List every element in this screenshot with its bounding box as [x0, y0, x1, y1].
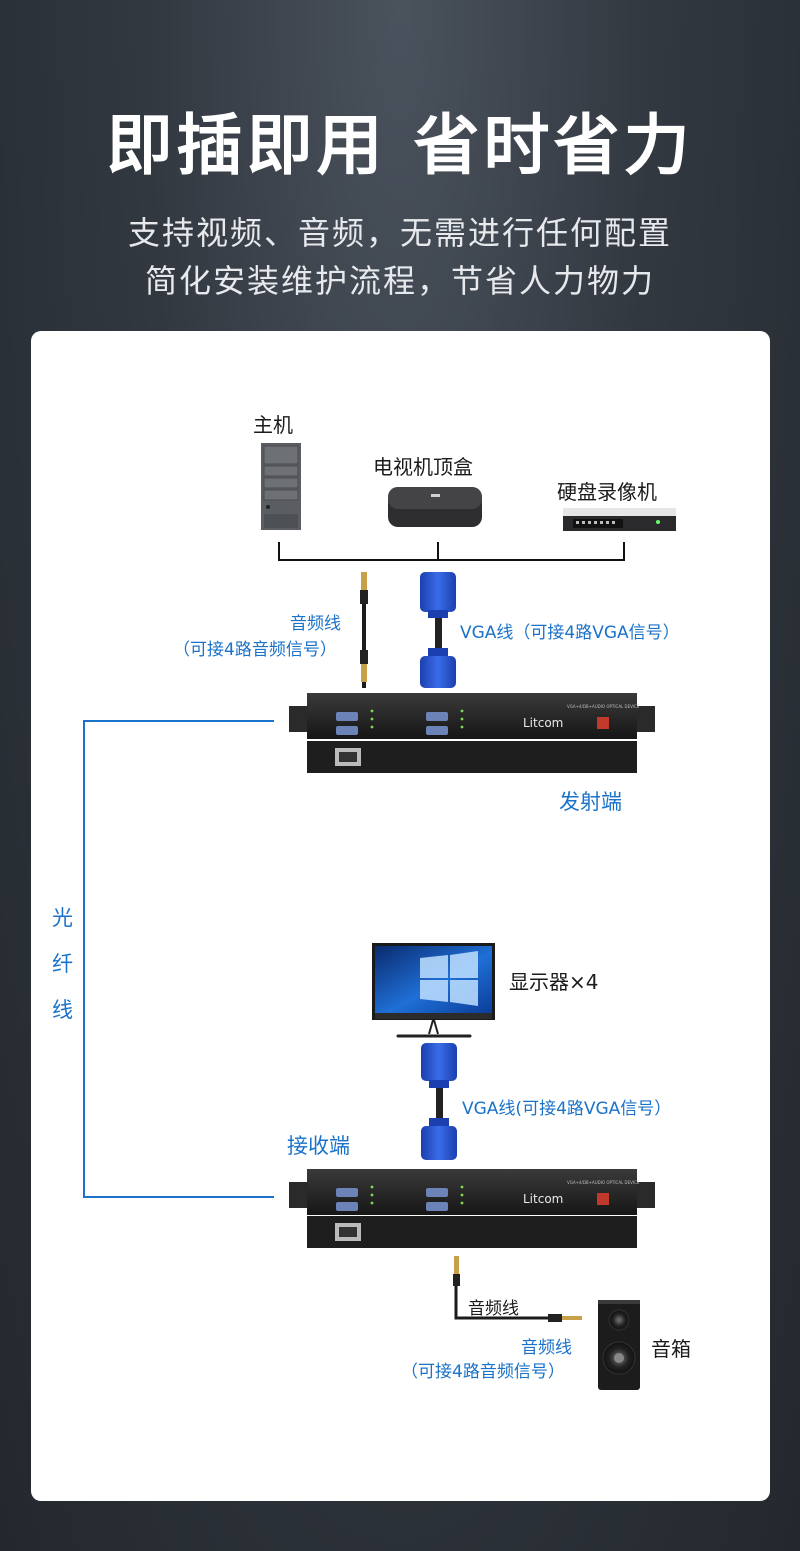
- transmitter-unit-icon: [289, 693, 655, 773]
- host-label: 主机: [253, 413, 293, 437]
- audio-cable-top-label: 音频线: [290, 614, 341, 634]
- audio-cable-top-note: （可接4路音频信号）: [173, 640, 337, 660]
- receiver-brand: Litcom: [523, 1192, 563, 1206]
- speaker-label: 音箱: [651, 1337, 691, 1361]
- tv-box-icon: [388, 487, 482, 527]
- receiver-label: 接收端: [287, 1134, 350, 1158]
- fiber-line: [83, 720, 274, 1198]
- fiber-label-char-2: 纤: [52, 952, 73, 976]
- fiber-label-char-1: 光: [52, 906, 73, 930]
- audio-cable-top-icon: [360, 572, 368, 688]
- monitor-label: 显示器×4: [509, 970, 599, 994]
- receiver-model: VGA+4/DB+AUDIO OPTICAL DEVICE: [567, 1180, 640, 1185]
- vga-cable-bottom-icon: [421, 1043, 457, 1160]
- pc-tower-icon: [261, 443, 301, 530]
- transmitter-label: 发射端: [559, 790, 622, 814]
- headline: 即插即用 省时省力: [106, 107, 694, 184]
- vga-cable-top-label: VGA线（可接4路VGA信号）: [460, 623, 680, 643]
- audio-cable-bottom-note: （可接4路音频信号）: [401, 1362, 565, 1382]
- subtitle-line-1: 支持视频、音频，无需进行任何配置: [127, 214, 672, 252]
- speaker-icon: [598, 1300, 640, 1390]
- vga-cable-bottom-label: VGA线(可接4路VGA信号）: [462, 1099, 672, 1119]
- transmitter-brand: Litcom: [523, 716, 563, 730]
- fiber-label-char-3: 线: [52, 998, 73, 1022]
- monitor-icon: [372, 943, 495, 1038]
- vga-cable-top-icon: [420, 572, 456, 688]
- transmitter-model: VGA+4/DB+AUDIO OPTICAL DEVICE: [567, 704, 640, 709]
- audio-cable-bottom-label: 音频线: [521, 1338, 572, 1358]
- dvr-icon: [563, 508, 676, 531]
- subtitle-line-2: 简化安装维护流程，节省人力物力: [144, 262, 655, 300]
- receiver-unit-icon: [289, 1169, 655, 1248]
- audio-cable-bottom-icon: [453, 1256, 582, 1322]
- audio-cable-black-label: 音频线: [468, 1299, 519, 1319]
- dvr-label: 硬盘录像机: [557, 480, 657, 504]
- tv-box-label: 电视机顶盒: [373, 455, 473, 479]
